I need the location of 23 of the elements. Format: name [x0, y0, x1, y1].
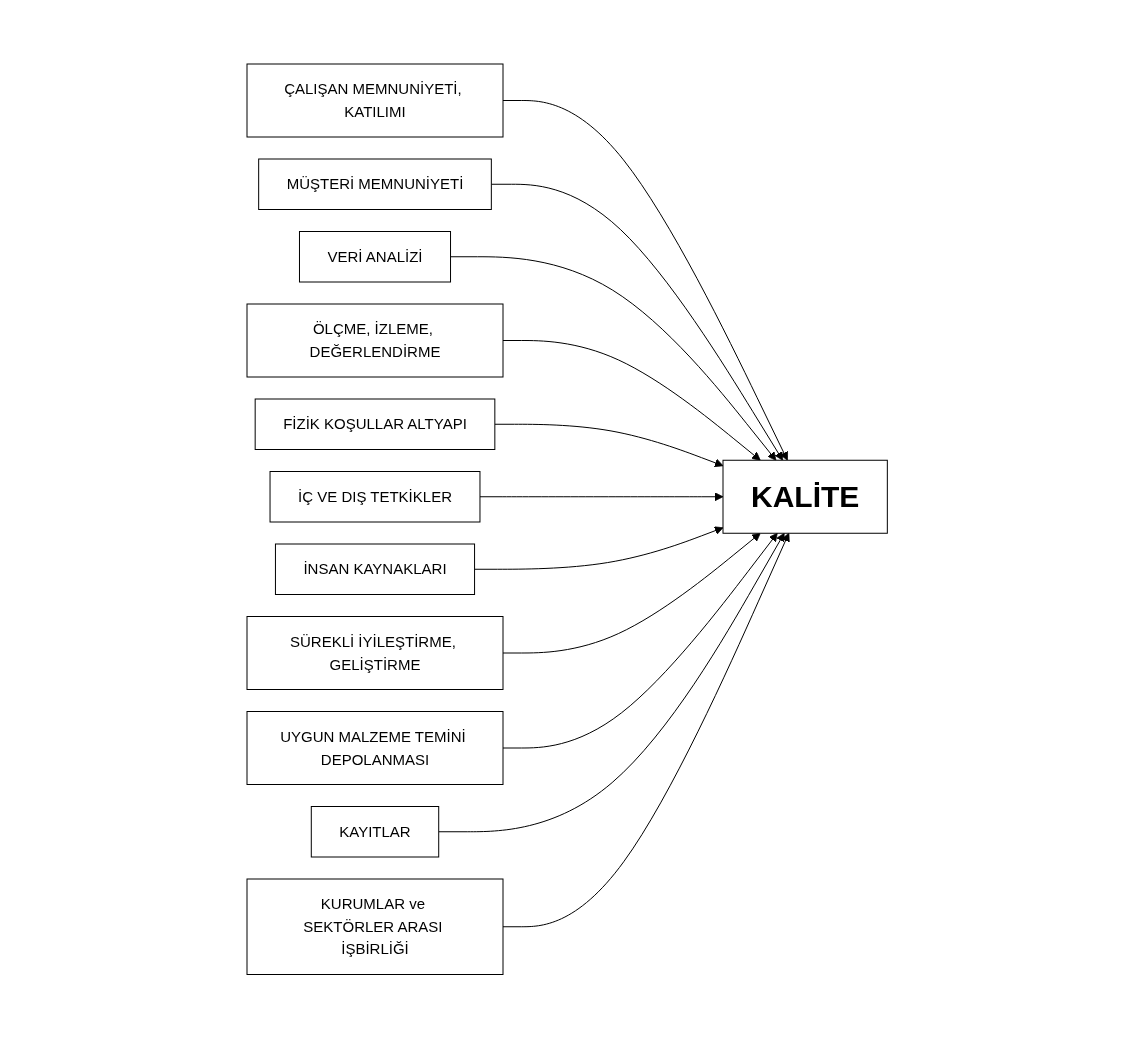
node-box: İÇ VE DIŞ TETKİKLER [269, 471, 481, 523]
node-box: VERİ ANALİZİ [298, 231, 451, 283]
node-box: KAYITLAR [310, 806, 440, 858]
node-box: UYGUN MALZEME TEMİNİ DEPOLANMASI [246, 711, 504, 786]
node-box: ÖLÇME, İZLEME, DEĞERLENDİRME [246, 303, 504, 378]
node-box: ÇALIŞAN MEMNUNİYETİ, KATILIMI [246, 63, 504, 138]
arrow [502, 340, 761, 461]
node-box: KURUMLAR ve SEKTÖRLER ARASI İŞBİRLİĞİ [246, 878, 504, 976]
arrow [438, 533, 785, 833]
arrow [449, 256, 777, 461]
arrow [473, 526, 724, 570]
node-box: MÜŞTERİ MEMNUNİYETİ [258, 158, 492, 211]
arrow [502, 533, 790, 928]
node-box: İNSAN KAYNAKLARI [274, 543, 475, 596]
node-box: KALİTE [722, 460, 888, 534]
node-box: FİZİK KOŞULLAR ALTYAPI [254, 398, 496, 451]
arrow [490, 184, 783, 461]
node-box: SÜREKLİ İYİLEŞTİRME, GELİŞTİRME [246, 616, 504, 691]
arrow [502, 533, 761, 654]
arrow [494, 424, 724, 468]
arrow [502, 100, 788, 461]
arrow [502, 533, 778, 749]
arrow [479, 492, 724, 502]
